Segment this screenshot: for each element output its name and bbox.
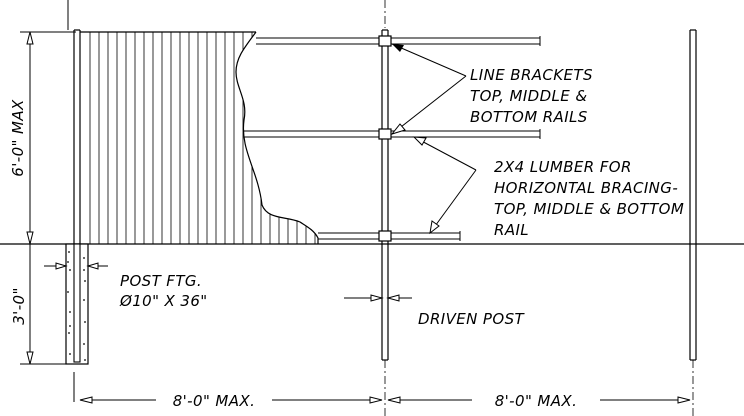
concrete-stipple [69, 269, 71, 271]
line-bracket-top [378, 35, 392, 47]
concrete-stipple [83, 343, 85, 345]
lumber-note-line-2: HORIZONTAL BRACING- [494, 179, 678, 197]
footing-width-dimension [44, 262, 108, 270]
post-footing-note: POST FTG. Ø10" X 36" [119, 272, 208, 310]
lumber-note-line-3: TOP, MIDDLE & BOTTOM [494, 200, 684, 218]
lumber-note-line-4: RAIL [494, 221, 529, 239]
span-dimensions [73, 372, 691, 404]
post-footing [65, 243, 89, 365]
concrete-stipple [69, 325, 71, 327]
line-bracket-bottom [378, 230, 392, 242]
fence-height-label: 6'-0" MAX [9, 99, 27, 177]
line-brackets-note-line-3: BOTTOM RAILS [470, 108, 588, 126]
concrete-stipple [83, 299, 85, 301]
footing-depth-dimension [20, 244, 66, 365]
concrete-stipple [84, 280, 86, 282]
concrete-stipple [83, 257, 85, 259]
fence-boards [89, 32, 316, 244]
line-brackets-leaders [390, 43, 467, 135]
right-post [689, 29, 697, 416]
span-right-label: 8'-0" MAX. [495, 392, 578, 410]
concrete-stipple [69, 311, 71, 313]
top-rail [256, 36, 541, 46]
line-brackets-note-line-1: LINE BRACKETS [470, 66, 593, 84]
post-footing-note-line-1: POST FTG. [120, 272, 202, 290]
concrete-stipple [84, 359, 86, 361]
driven-post-dimension [344, 294, 412, 302]
line-bracket-middle [378, 128, 392, 140]
post-footing-note-line-2: Ø10" X 36" [119, 292, 208, 310]
lumber-leaders [412, 136, 477, 235]
driven-post-label: DRIVEN POST [418, 310, 525, 328]
driven-post [381, 0, 389, 416]
concrete-stipple [67, 261, 69, 263]
concrete-stipple [68, 251, 70, 253]
concrete-stipple [84, 321, 86, 323]
concrete-stipple [83, 269, 85, 271]
height-dimension [20, 31, 76, 245]
concrete-stipple [69, 353, 71, 355]
concrete-stipple [67, 291, 69, 293]
line-brackets-note: LINE BRACKETS TOP, MIDDLE & BOTTOM RAILS [470, 66, 593, 126]
span-left-label: 8'-0" MAX. [173, 392, 256, 410]
lumber-note: 2X4 LUMBER FOR HORIZONTAL BRACING- TOP, … [494, 158, 684, 239]
panel-break-edge [235, 31, 319, 244]
lumber-note-line-1: 2X4 LUMBER FOR [494, 158, 632, 176]
middle-rail [244, 129, 541, 139]
concrete-stipple [68, 332, 70, 334]
line-brackets-note-line-2: TOP, MIDDLE & [470, 87, 587, 105]
footing-depth-label: 3'-0" [10, 287, 28, 325]
